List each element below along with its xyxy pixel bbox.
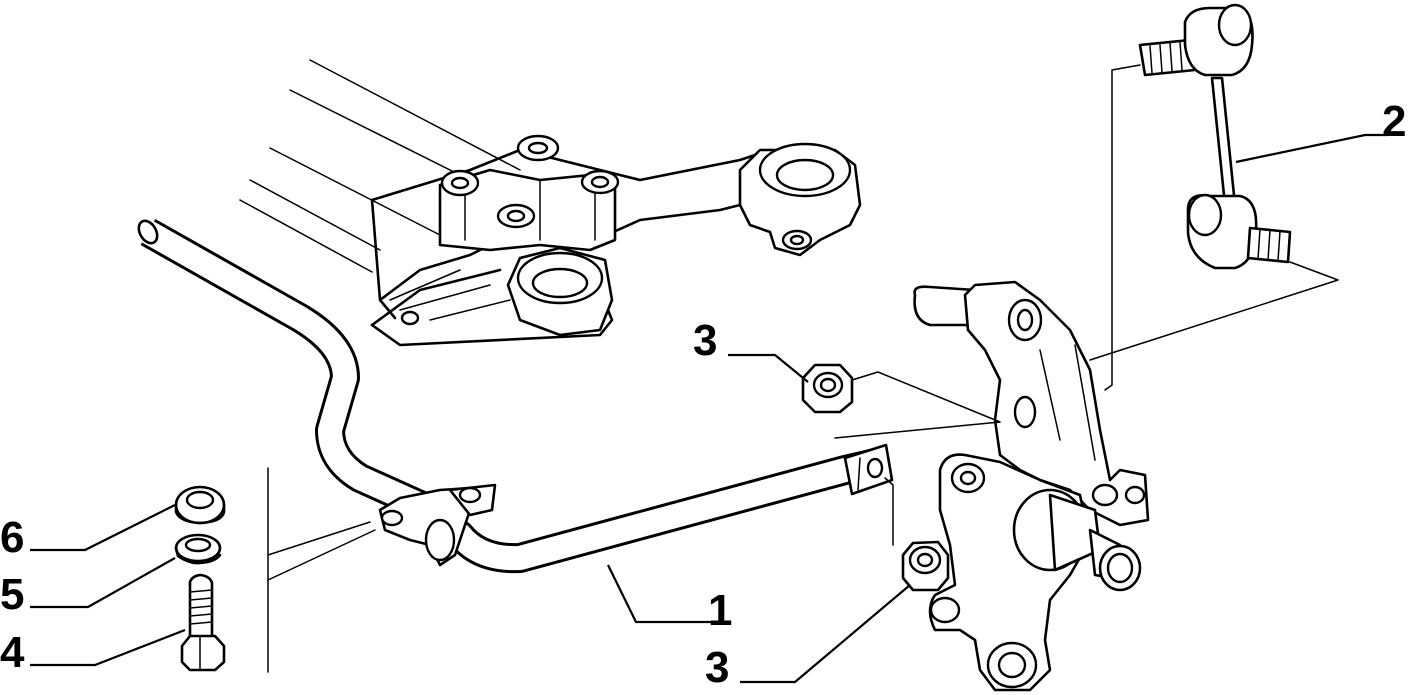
bar-bushing-clamp bbox=[378, 483, 497, 567]
callout-2: 2 bbox=[1382, 97, 1406, 146]
bolt-4 bbox=[180, 573, 226, 672]
nut-upper bbox=[801, 363, 1001, 439]
steering-knuckle bbox=[913, 280, 1150, 692]
callout-5: 5 bbox=[0, 570, 24, 619]
callout-3-upper: 3 bbox=[693, 316, 717, 365]
stabilizer-link bbox=[1089, 3, 1339, 391]
subframe-crossmember bbox=[239, 59, 862, 347]
assembly-guide-lines bbox=[267, 467, 376, 673]
spring-washer-5 bbox=[174, 533, 222, 565]
stabilizer-bar bbox=[137, 218, 894, 574]
callout-4: 4 bbox=[0, 628, 25, 677]
callout-6: 6 bbox=[0, 513, 24, 562]
callout-3-lower: 3 bbox=[705, 643, 729, 692]
leader-lines bbox=[30, 133, 1388, 684]
nut-lower bbox=[884, 477, 950, 592]
washer-6 bbox=[174, 485, 226, 525]
callout-1: 1 bbox=[708, 586, 732, 635]
